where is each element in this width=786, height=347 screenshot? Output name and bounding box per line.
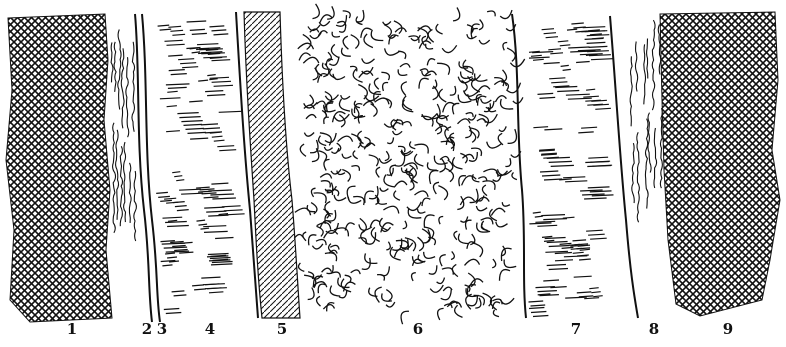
layer-label-7: 7 (571, 320, 581, 338)
layer-1-crosshatch (6, 14, 112, 322)
layer-label-3: 3 (157, 320, 167, 338)
layer-7-dash-strokes (529, 23, 614, 317)
layer-4-dash-strokes (156, 21, 244, 314)
layer-label-4: 4 (205, 320, 215, 338)
layer-2-wavy-fibres (111, 30, 136, 242)
layer-label-6: 6 (413, 320, 423, 338)
layer-label-8: 8 (649, 320, 659, 338)
layer-9-crosshatch (660, 12, 780, 316)
layer-3-boundary-lines (135, 14, 160, 322)
layer-8-wavy-fibres (630, 20, 662, 222)
layer-label-2: 2 (142, 320, 152, 338)
layer-5-diagonal-hatch (244, 12, 300, 318)
layer-label-5: 5 (277, 320, 287, 338)
layer-6-curly-strokes (294, 4, 525, 324)
layer-label-1: 1 (67, 320, 77, 338)
layer-label-9: 9 (723, 320, 733, 338)
